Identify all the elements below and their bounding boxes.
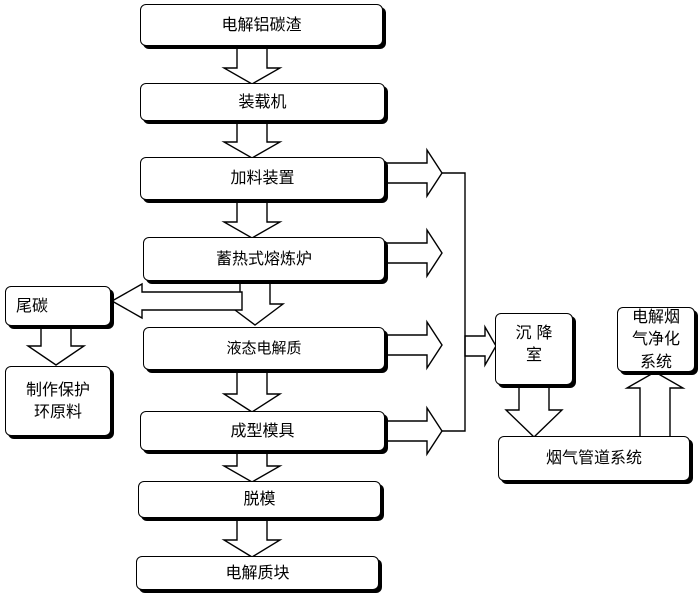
arrow-mold-to-demold xyxy=(221,450,283,483)
node-regenerative-furnace: 蓄热式熔炼炉 xyxy=(143,237,385,281)
node-feeding-device: 加料装置 xyxy=(140,157,385,200)
arrow-mold-to-duct xyxy=(384,405,443,457)
node-settling-room: 沉 降 室 xyxy=(495,313,573,385)
node-tail-carbon: 尾碳 xyxy=(5,286,111,326)
node-fume-purification-system: 电解烟 气净化 系统 xyxy=(617,307,695,372)
node-forming-mold: 成型模具 xyxy=(140,411,385,451)
node-demolding: 脱模 xyxy=(138,481,381,518)
node-loader: 装载机 xyxy=(140,83,385,121)
node-liquid-electrolyte: 液态电解质 xyxy=(143,327,385,370)
arrow-liquid-to-duct xyxy=(384,319,443,371)
arrow-furnace-to-tail-carbon xyxy=(110,282,243,320)
arrow-duct-system-to-purification xyxy=(624,371,686,438)
node-electrolyte-block: 电解质块 xyxy=(136,556,379,590)
node-aluminum-electrolysis-carbon-dregs: 电解铝碳渣 xyxy=(140,4,383,46)
arrow-collector-to-settling xyxy=(464,324,497,368)
arrow-demold-to-block xyxy=(221,517,283,558)
arrow-feeder-to-duct xyxy=(384,147,443,199)
arrow-liquid-to-mold xyxy=(221,369,283,413)
node-fume-duct-system: 烟气管道系统 xyxy=(498,436,690,481)
arrow-loader-to-feeder xyxy=(221,120,283,159)
arrow-tail-carbon-to-material xyxy=(25,326,87,366)
collector-line xyxy=(442,172,466,432)
arrow-feeder-to-furnace xyxy=(221,200,283,239)
node-protective-material: 制作保护 环原料 xyxy=(5,366,111,436)
arrow-dregs-to-loader xyxy=(221,45,283,85)
arrow-settling-to-duct-system xyxy=(504,384,564,438)
arrow-furnace-to-duct xyxy=(384,227,443,279)
